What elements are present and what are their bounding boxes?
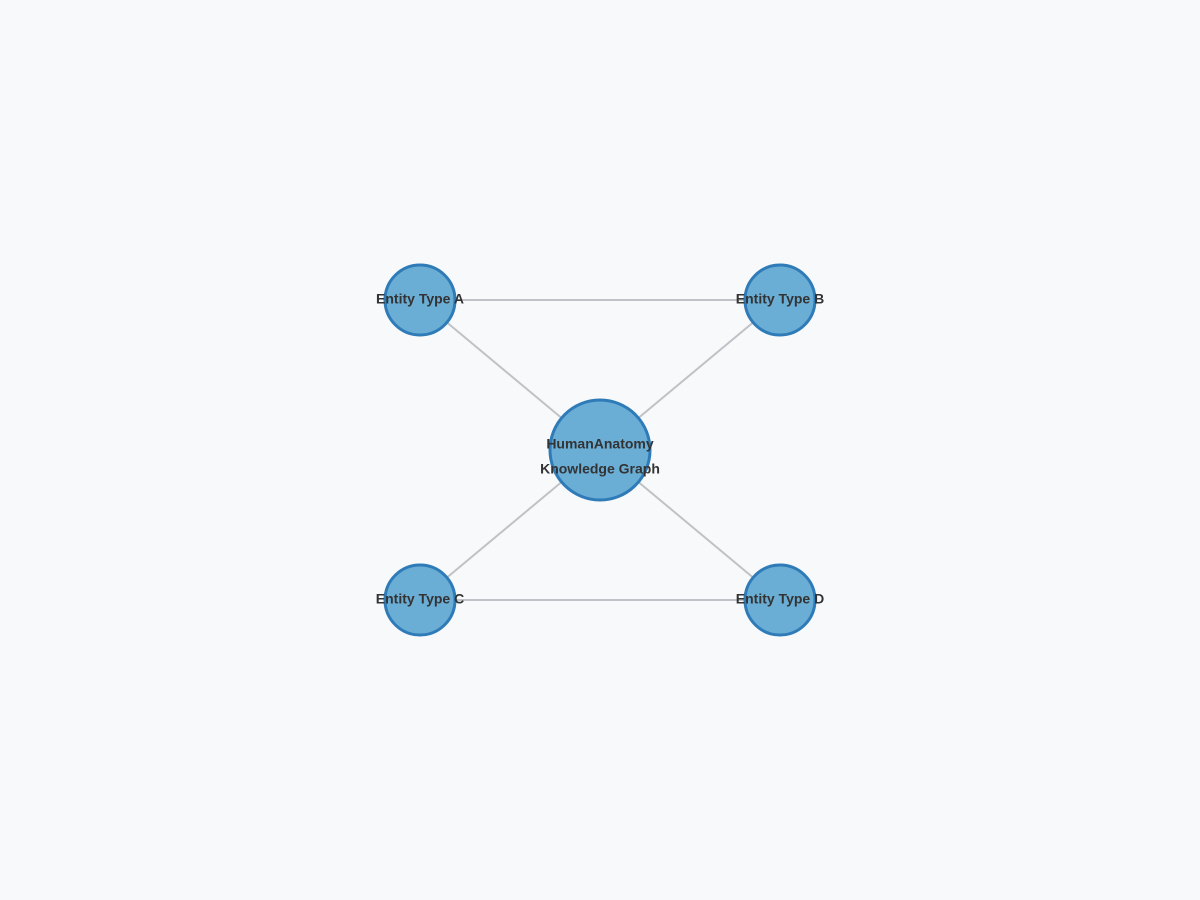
center-node-circle[interactable]	[548, 398, 652, 502]
node-entity-type-a-circle[interactable]	[383, 263, 457, 337]
center-node[interactable]: HumanAnatomy Knowledge Graph	[540, 398, 660, 502]
node-entity-type-b[interactable]: Entity Type B	[736, 263, 824, 337]
node-entity-type-c-circle[interactable]	[383, 563, 457, 637]
node-entity-type-d-circle[interactable]	[743, 563, 817, 637]
node-entity-type-c-label: Entity Type C	[376, 591, 464, 607]
node-entity-type-b-circle[interactable]	[743, 263, 817, 337]
nodes-layer: HumanAnatomy Knowledge Graph Entity Type…	[376, 263, 824, 637]
center-node-label-line-2: Knowledge Graph	[540, 461, 660, 477]
node-entity-type-c[interactable]: Entity Type C	[376, 563, 464, 637]
node-entity-type-a-label: Entity Type A	[376, 291, 464, 307]
center-node-label-line-1: HumanAnatomy	[546, 436, 654, 452]
node-entity-type-d-label: Entity Type D	[736, 591, 824, 607]
node-entity-type-b-label: Entity Type B	[736, 291, 824, 307]
node-entity-type-a[interactable]: Entity Type A	[376, 263, 464, 337]
node-entity-type-d[interactable]: Entity Type D	[736, 563, 824, 637]
